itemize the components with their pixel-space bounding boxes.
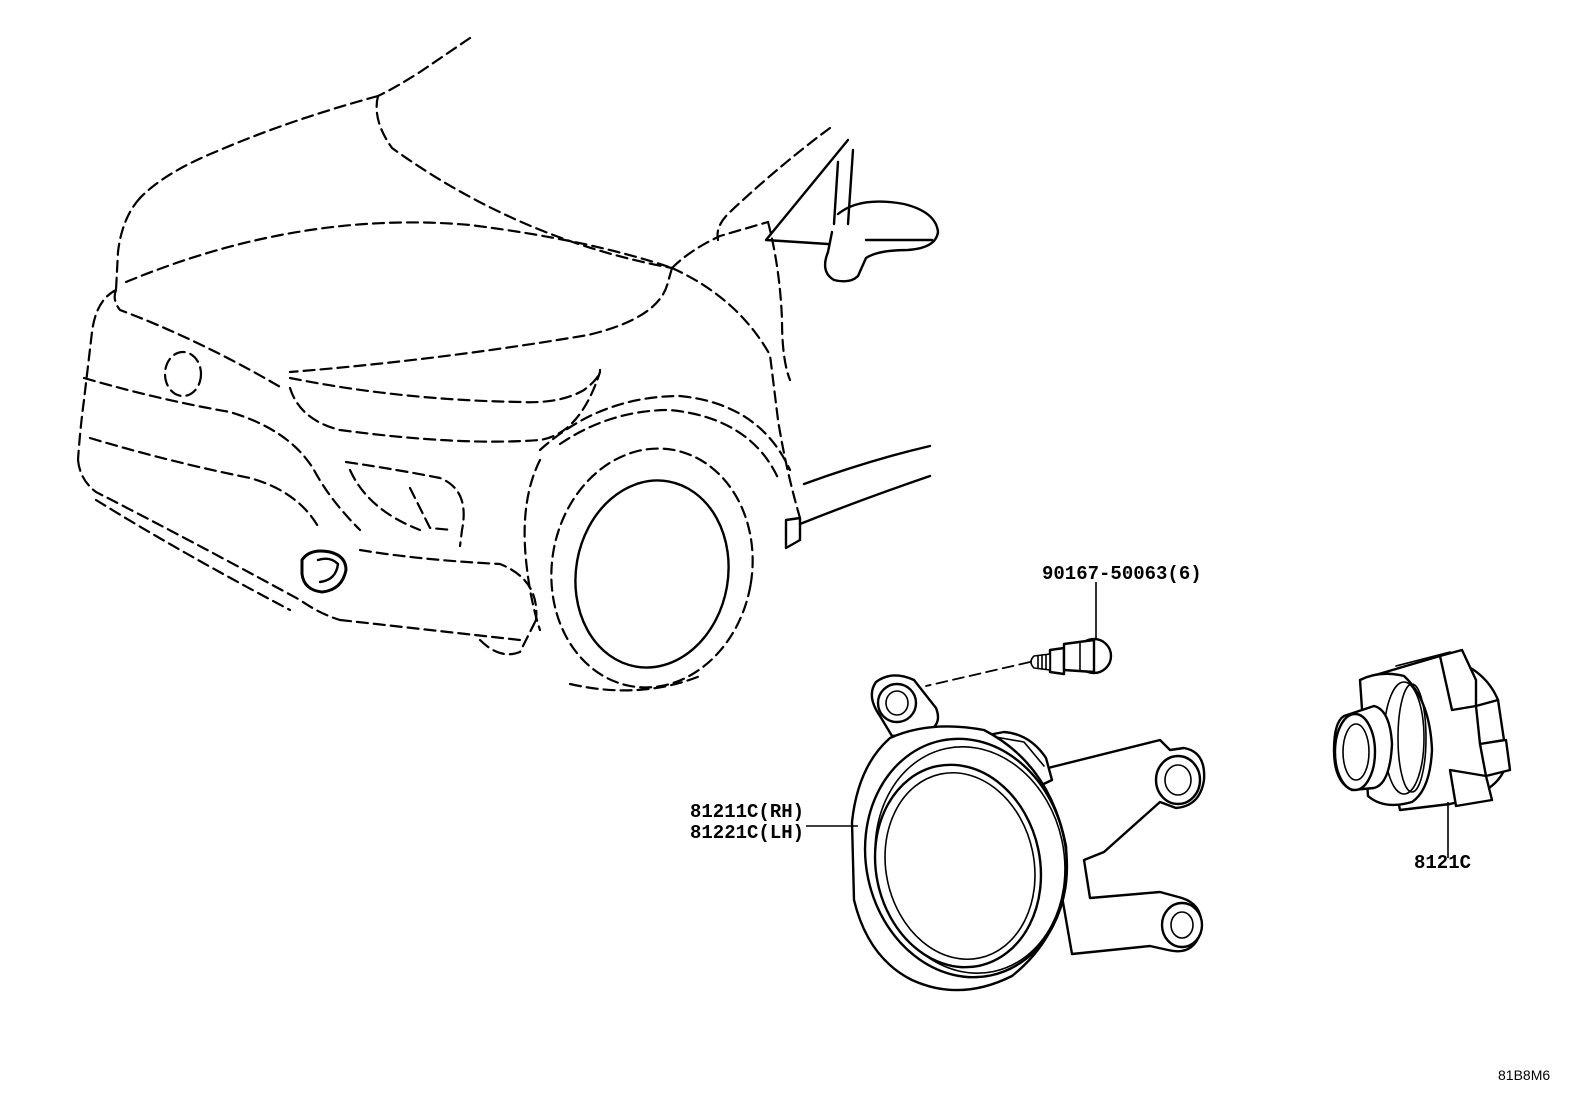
bolt-alignment-line [925,661,1031,687]
bolt-part-label: 90167-50063(6) [1042,563,1202,585]
socket-part-label: 8121C [1414,852,1471,874]
bulb-socket-part [1332,648,1512,812]
bolt-part [1030,637,1113,676]
vehicle-front-outline [76,36,940,692]
fog-lamp-assembly [850,674,1206,992]
figure-code: 81B8M6 [1498,1067,1550,1083]
fog-lamp-lh-label: 81221C(LH) [690,822,804,844]
fog-lamp-rh-label: 81211C(RH) [690,801,804,823]
